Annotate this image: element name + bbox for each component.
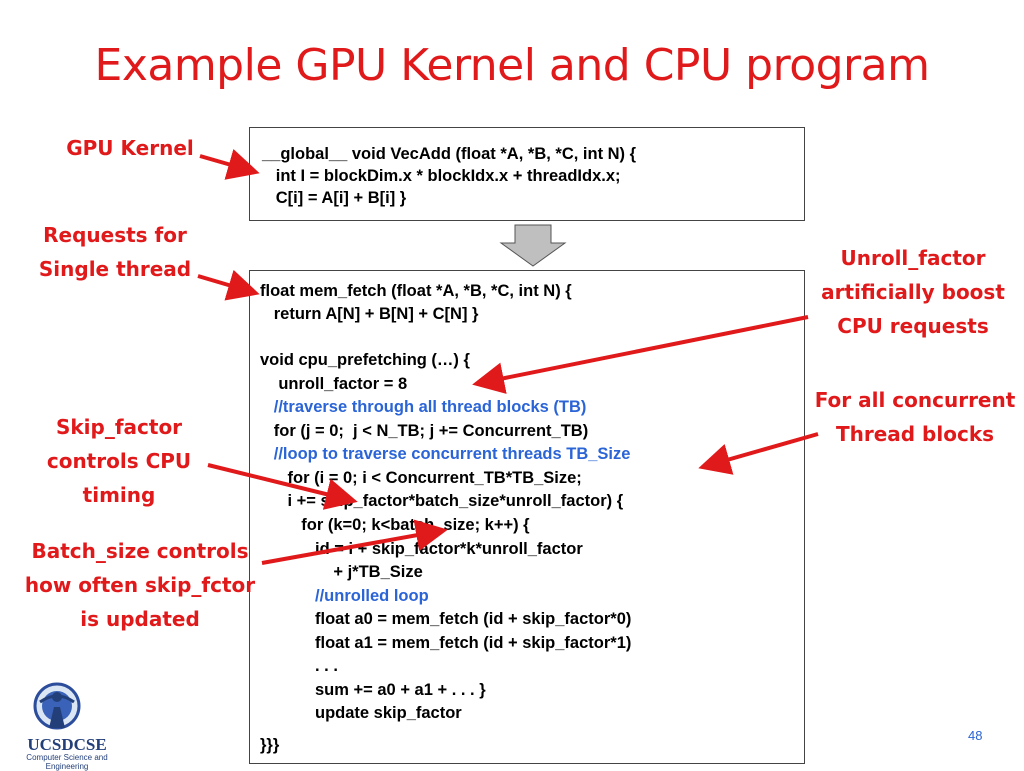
cpu-code-comment: //unrolled loop [260, 587, 429, 605]
ucsd-cse-logo-icon [33, 682, 81, 730]
logo-subtitle: Computer Science and Engineering [26, 753, 108, 771]
label-line: timing [82, 483, 156, 507]
cpu-code-line: update skip_factor [260, 704, 462, 722]
cpu-code-line: sum += a0 + a1 + . . . } [260, 681, 486, 699]
label-requests-single-thread: Requests for Single thread [20, 218, 210, 286]
gpu-code-line: int I = blockDim.x * blockIdx.x + thread… [262, 167, 621, 185]
cpu-code-line: }}} [260, 736, 280, 754]
label-line: controls CPU [46, 449, 192, 473]
cpu-code-line: i += skip_factor*batch_size*unroll_facto… [260, 492, 624, 510]
transform-down-arrow [499, 224, 567, 267]
label-line: Skip_factor [55, 415, 183, 439]
arrow-skip-factor [207, 463, 358, 510]
label-line: Requests for [43, 223, 187, 247]
cpu-code-line: + j*TB_Size [260, 563, 423, 581]
cpu-code-line: return A[N] + B[N] + C[N] } [260, 305, 479, 323]
cpu-code-line: float a0 = mem_fetch (id + skip_factor*0… [260, 610, 632, 628]
label-for-all-concurrent: For all concurrent Thread blocks [806, 383, 1024, 451]
logo-wordmark: UCSDCSE [27, 735, 107, 754]
page-number: 48 [968, 728, 983, 743]
label-line: artificially boost [821, 280, 1005, 304]
arrow-batch-size [261, 519, 448, 565]
gpu-code-line: __global__ void VecAdd (float *A, *B, *C… [262, 145, 637, 163]
cpu-code-line: for (j = 0; j < N_TB; j += Concurrent_TB… [260, 422, 589, 440]
cpu-code-line: unroll_factor = 8 [260, 375, 408, 393]
gpu-kernel-code-box: __global__ void VecAdd (float *A, *B, *C… [249, 127, 805, 221]
arrow-requests [197, 269, 260, 301]
label-line: CPU requests [837, 314, 989, 338]
cpu-code-line: float mem_fetch (float *A, *B, *C, int N… [260, 282, 572, 300]
label-unroll-factor: Unroll_factor artificially boost CPU req… [808, 241, 1018, 343]
label-line: For all concurrent [814, 388, 1016, 412]
label-line: Unroll_factor [840, 246, 986, 270]
label-gpu-kernel: GPU Kernel [66, 136, 194, 160]
label-line: Batch_size controls [31, 539, 249, 563]
label-line: Single thread [38, 257, 192, 281]
cpu-code-comment: //loop to traverse concurrent threads TB… [260, 445, 631, 463]
arrow-for-all-concurrent [698, 432, 819, 475]
cpu-code-line: void cpu_prefetching (…) { [260, 351, 470, 369]
gpu-code-line: C[i] = A[i] + B[i] } [262, 189, 407, 207]
label-line: Thread blocks [835, 422, 995, 446]
cpu-code-line: float a1 = mem_fetch (id + skip_factor*1… [260, 634, 632, 652]
label-line: is updated [80, 607, 200, 631]
slide-title: Example GPU Kernel and CPU program [94, 40, 930, 91]
cpu-code-comment: //traverse through all thread blocks (TB… [260, 398, 587, 416]
arrow-unroll-factor [472, 315, 809, 394]
label-skip-factor: Skip_factor controls CPU timing [24, 410, 214, 512]
cpu-code-line: . . . [260, 657, 338, 675]
cpu-code-line: for (i = 0; i < Concurrent_TB*TB_Size; [260, 469, 582, 487]
label-line: how often skip_fctor [24, 573, 256, 597]
label-batch-size: Batch_size controls how often skip_fctor… [5, 534, 275, 636]
arrow-gpu-kernel [199, 148, 260, 180]
